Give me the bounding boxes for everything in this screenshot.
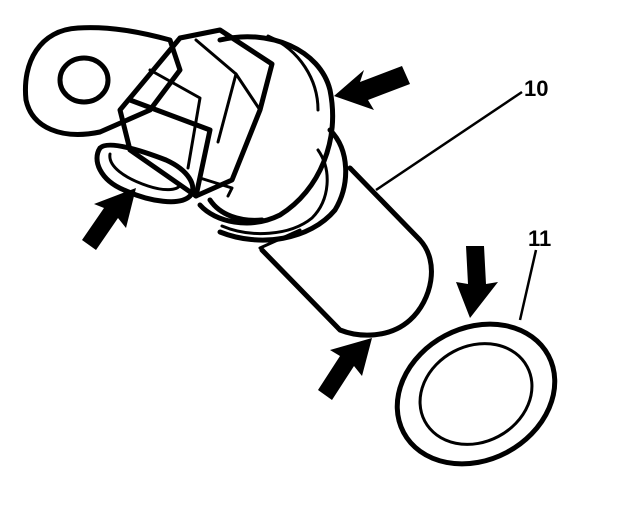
arrow-lower-tip xyxy=(318,338,372,400)
callout-sensor: 10 xyxy=(524,76,548,101)
callout-seal: 11 xyxy=(528,226,551,251)
leader-line-sensor xyxy=(375,90,523,192)
seal-ring xyxy=(394,321,558,467)
mounting-flange xyxy=(22,25,183,137)
bolt-hole xyxy=(57,55,111,105)
arrow-upper-right xyxy=(334,66,410,110)
leader-line-seal xyxy=(518,249,538,321)
electrical-connector xyxy=(94,27,275,205)
arrow-left-connector xyxy=(82,188,136,250)
arrow-down-seal xyxy=(456,246,498,318)
sensor-tip xyxy=(258,165,434,338)
sensor-collar xyxy=(197,34,349,243)
